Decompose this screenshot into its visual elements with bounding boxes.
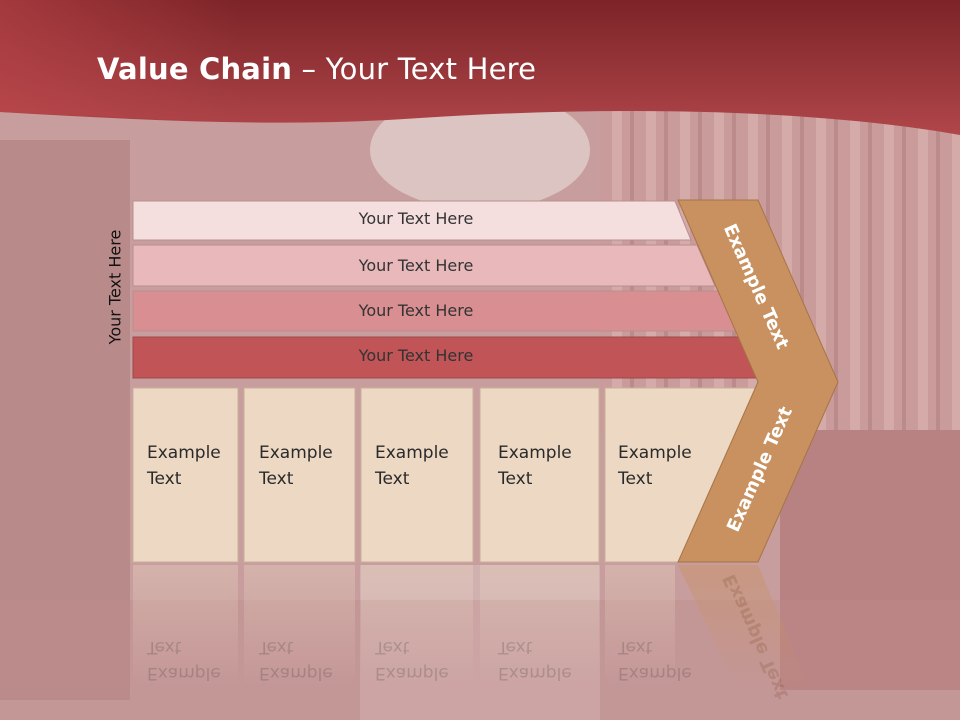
bar-3-label: Your Text Here	[358, 301, 474, 320]
cell-4-line2: Text	[498, 469, 533, 489]
cell-1-line1-reflection: Example	[147, 663, 221, 683]
cell-2	[243, 387, 356, 563]
cell-3-text: Example Text	[375, 440, 449, 492]
cell-3-line2-reflection: Text	[375, 637, 410, 657]
cell-2-line2: Text	[259, 469, 294, 489]
cell-4	[479, 387, 600, 563]
cell-2-line1: Example	[259, 443, 333, 463]
cell-1	[132, 387, 239, 563]
cell-4-text-reflection: Example Text	[498, 634, 572, 686]
cell-4-line2-reflection: Text	[498, 637, 533, 657]
cell-5-line1-reflection: Example	[618, 663, 692, 683]
bar-2	[132, 244, 716, 287]
cell-2-text: Example Text	[259, 440, 333, 492]
bar-2-label: Your Text Here	[358, 256, 474, 275]
cell-5-text: Example Text	[618, 440, 692, 492]
cell-5-line2-reflection: Text	[618, 637, 653, 657]
cushion	[780, 430, 960, 690]
cell-1-text: Example Text	[147, 440, 221, 492]
bar-1-label: Your Text Here	[358, 209, 474, 228]
bar-1	[132, 200, 692, 241]
cell-3-line1-reflection: Example	[375, 663, 449, 683]
cell-1-text-reflection: Example Text	[147, 634, 221, 686]
cell-5-reflection	[605, 565, 675, 685]
cell-2-line2-reflection: Text	[259, 637, 294, 657]
cell-5-text-reflection: Example Text	[618, 634, 692, 686]
cell-2-text-reflection: Example Text	[259, 634, 333, 686]
cell-3-line1: Example	[375, 443, 449, 463]
title-rest: – Your Text Here	[292, 52, 537, 86]
cell-5-line2: Text	[618, 469, 653, 489]
cell-3	[360, 387, 474, 563]
cell-4-reflection	[480, 565, 599, 685]
cell-2-reflection	[244, 565, 355, 685]
cell-3-text-reflection: Example Text	[375, 634, 449, 686]
side-label: Your Text Here	[105, 229, 125, 345]
chevron-arrow	[677, 199, 839, 563]
cell-1-line2-reflection: Text	[147, 637, 182, 657]
slide-title: Value Chain – Your Text Here	[97, 52, 536, 86]
cell-1-line1: Example	[147, 443, 221, 463]
cell-4-line1-reflection: Example	[498, 663, 572, 683]
bar-4-label: Your Text Here	[358, 346, 474, 365]
header-highlight	[0, 0, 480, 122]
cell-3-line2: Text	[375, 469, 410, 489]
cell-4-line1: Example	[498, 443, 572, 463]
chevron-reflection	[678, 565, 810, 690]
cell-4-text: Example Text	[498, 440, 572, 492]
chair-back	[0, 140, 130, 700]
cell-3-reflection	[361, 565, 473, 685]
title-bold: Value Chain	[97, 52, 293, 86]
cell-5-line1: Example	[618, 443, 692, 463]
cell-1-line2: Text	[147, 469, 182, 489]
cell-2-line1-reflection: Example	[259, 663, 333, 683]
cell-1-reflection	[133, 565, 238, 685]
